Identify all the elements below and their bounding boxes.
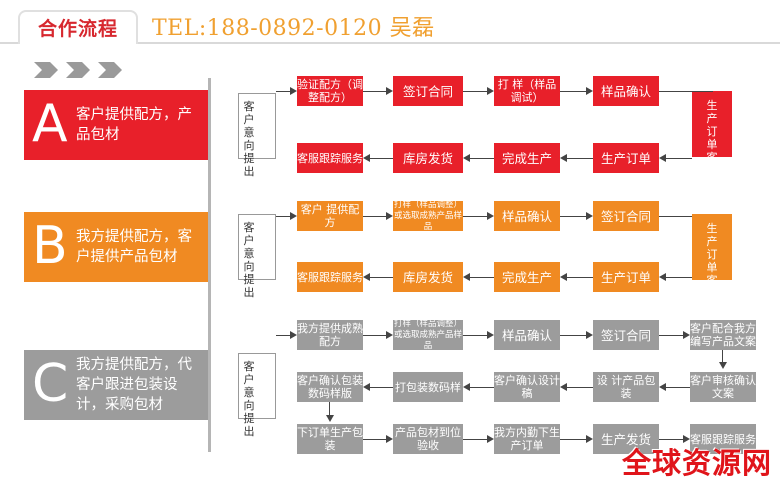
flow-step: 打样（样品调整）或选取成熟产品样品	[393, 318, 463, 351]
flow-step: 客户确认设计稿	[494, 372, 560, 402]
flow-step: 样品确认	[593, 76, 659, 106]
flow-step-text: 生产订单客户下	[706, 222, 718, 313]
section-a-card: A 客户提供配方，产品包材	[24, 90, 208, 160]
flow-step: 样品确认	[494, 320, 560, 350]
section-letter: A	[32, 94, 68, 154]
flow-step: 打样（样品调整）或选取成熟产品样品	[393, 199, 463, 232]
header-divider	[0, 42, 780, 44]
side-label-a: 客户意向提出	[238, 93, 276, 178]
side-label-text: 客户意向提出	[243, 360, 255, 438]
flow-step: 库房发货	[393, 143, 463, 173]
header-tab: 合作流程	[18, 10, 138, 44]
flow-step: 签订合同	[593, 201, 659, 231]
section-description: 我方提供配方，代客户跟进包装设计，采购包材	[76, 357, 192, 413]
side-label-c: 客户意向提出	[238, 353, 276, 438]
flow-step: 客户审核确认文案	[690, 372, 756, 402]
flow-step: 完成生产	[494, 143, 560, 173]
watermark-logo: 全球资源网	[622, 446, 773, 480]
section-letter: C	[32, 354, 69, 414]
flow-step: 完成生产	[494, 262, 560, 292]
flow-step: 客户 提供配方	[297, 201, 363, 231]
side-label-text: 客户意向提出	[243, 100, 255, 178]
flow-step: 我方提供成熟配方	[297, 320, 363, 350]
flow-step: 样品确认	[494, 201, 560, 231]
vertical-divider	[208, 78, 211, 452]
flow-step: 产品包材到位验收	[393, 424, 463, 454]
section-description: 我方提供配方，客户提供产品包材	[76, 229, 192, 265]
flow-step: 客服跟踪服务	[297, 262, 363, 292]
flow-step: 签订合同	[393, 76, 463, 106]
side-label-text: 客户意向提出	[243, 221, 255, 299]
flow-step-vertical: 生产订单客户下	[692, 214, 732, 313]
flow-step: 验证配方（调整配方）	[297, 76, 363, 106]
flow-step: 客户配合我方编写产品文案	[690, 320, 756, 350]
flow-step: 签订合同	[593, 320, 659, 350]
flow-step: 客户确认包装数码样版	[297, 372, 363, 402]
section-description: 客户提供配方，产品包材	[76, 107, 192, 143]
flow-step: 打 样（样品调试）	[494, 76, 560, 106]
flow-step: 设 计产品包装	[593, 372, 659, 402]
section-letter: B	[32, 216, 68, 276]
section-c-card: C 我方提供配方，代客户跟进包装设计，采购包材	[24, 350, 208, 420]
side-label-b: 客户意向提出	[238, 214, 276, 299]
flow-step: 库房发货	[393, 262, 463, 292]
flow-step: 客服跟踪服务	[690, 424, 756, 454]
flow-step: 生产订单	[593, 262, 659, 292]
flow-step: 客服跟踪服务	[297, 143, 363, 173]
flow-step-vertical: 生产订单客户下	[692, 91, 732, 190]
flow-step: 我方内勤下生产订单	[494, 424, 560, 454]
section-b-card: B 我方提供配方，客户提供产品包材	[24, 212, 208, 282]
flow-step: 生产发货	[593, 424, 659, 454]
page-title: 合作流程	[37, 18, 118, 40]
flow-step: 下订单生产包装	[297, 424, 363, 454]
chevron-right-icon	[34, 62, 122, 78]
flow-step: 打包装数码样	[393, 372, 463, 402]
flow-step: 生产订单	[593, 143, 659, 173]
flow-step-text: 生产订单客户下	[706, 99, 718, 190]
contact-info: TEL:188-0892-0120 吴磊	[152, 16, 435, 41]
